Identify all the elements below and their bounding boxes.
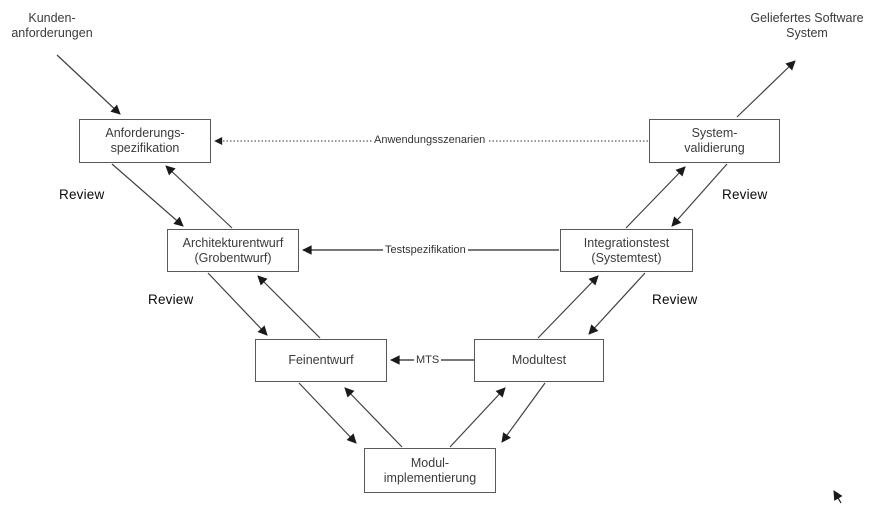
box-systemvalidierung-line2: validierung — [684, 141, 745, 155]
box-anforderungsspezifikation-line2: spezifikation — [110, 141, 180, 155]
review-label-right-upper: Review — [722, 187, 768, 202]
arrow-modulimplementierung-to-feinentwurf-review — [344, 387, 403, 448]
box-architekturentwurf-line1: Architekturentwurf — [182, 235, 284, 250]
arrow-systemvalidierung-to-integrationstest-review — [671, 163, 728, 227]
box-modultest-line1: Modultest — [511, 353, 567, 367]
arrow-kundenanforderungen-in — [56, 54, 121, 115]
box-integrationstest: Integrationstest (Systemtest) — [560, 229, 693, 272]
box-modultest: Modultest — [474, 339, 604, 382]
label-geliefertes-line1: Geliefertes Software — [750, 11, 864, 25]
label-kundenanforderungen-line1: Kunden- — [28, 11, 76, 25]
arrow-feinentwurf-to-architektur-review — [257, 275, 321, 339]
arrow-modulimplementierung-to-modultest-review — [449, 387, 506, 448]
label-mts: MTS — [414, 354, 442, 366]
label-geliefertes-software-system: Geliefertes Software System — [741, 11, 873, 41]
box-anforderungsspezifikation-line1: Anforderungs- — [105, 126, 185, 140]
box-modulimplementierung: Modul- implementierung — [364, 448, 496, 493]
label-geliefertes-line2: System — [786, 26, 828, 40]
arrow-architektur-to-anforderung-review — [165, 165, 233, 229]
arrow-anforderung-to-architektur — [111, 163, 184, 227]
box-architekturentwurf-line2: (Grobentwurf) — [194, 250, 272, 265]
box-feinentwurf-line1: Feinentwurf — [288, 353, 354, 367]
box-modulimplementierung-line1: Modul- — [410, 455, 450, 470]
arrow-integrationstest-to-systemvalidierung — [625, 166, 686, 229]
label-anwendungsszenarien: Anwendungsszenarien — [372, 134, 488, 146]
box-modulimplementierung-line2: implementierung — [383, 470, 477, 485]
box-integrationstest-line2: (Systemtest) — [591, 250, 662, 265]
arrow-geliefertes-system-out — [736, 60, 796, 118]
mouse-cursor-icon — [833, 490, 843, 504]
arrow-integrationstest-to-modultest-review — [588, 272, 646, 335]
box-systemvalidierung: System- validierung — [649, 119, 780, 163]
arrow-modultest-to-modulimplementierung — [501, 382, 546, 443]
label-testspezifikation: Testspezifikation — [383, 244, 468, 256]
arrow-feinentwurf-to-modulimplementierung — [298, 382, 357, 444]
arrow-architektur-to-feinentwurf — [207, 272, 268, 336]
box-integrationstest-line1: Integrationstest — [583, 235, 670, 250]
box-systemvalidierung-line1: System- — [691, 126, 738, 140]
box-architekturentwurf: Architekturentwurf (Grobentwurf) — [167, 229, 299, 272]
label-kundenanforderungen: Kunden- anforderungen — [0, 11, 104, 41]
review-label-right-lower: Review — [652, 292, 698, 307]
box-feinentwurf: Feinentwurf — [255, 339, 387, 382]
box-anforderungsspezifikation: Anforderungs- spezifikation — [79, 119, 211, 163]
review-label-left-upper: Review — [59, 187, 105, 202]
label-kundenanforderungen-line2: anforderungen — [11, 26, 93, 40]
review-label-left-lower: Review — [148, 292, 194, 307]
arrow-modultest-to-integrationstest — [537, 275, 599, 339]
